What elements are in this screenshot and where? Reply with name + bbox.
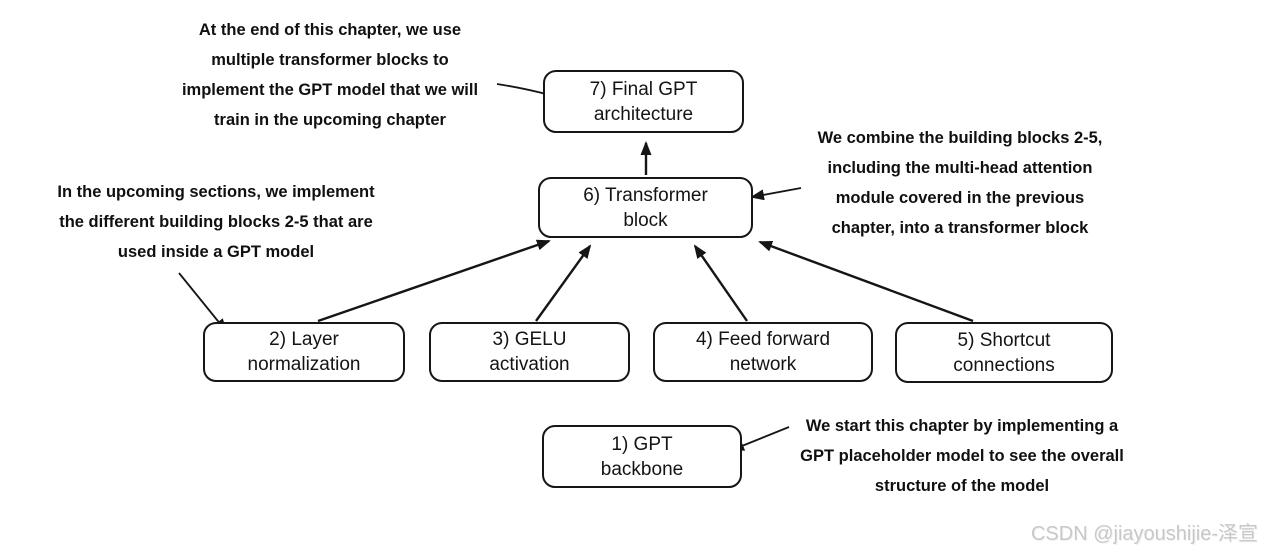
arrow-shortcut-to-transformer	[758, 240, 974, 323]
node-1-gpt-backbone: 1) GPT backbone	[542, 425, 742, 488]
node-5-shortcut-connections: 5) Shortcut connections	[895, 322, 1113, 383]
node-4-feed-forward-network: 4) Feed forward network	[653, 322, 873, 382]
annotation-line: We start this chapter by implementing a	[805, 417, 1119, 435]
arrow-note-to-layernorm	[178, 272, 228, 333]
annotation-line: GPT placeholder model to see the overall	[800, 447, 1124, 465]
node-label-line: 7) Final GPT	[589, 78, 698, 100]
node-label-line: 6) Transformer	[583, 184, 708, 206]
annotation-line: including the multi-head attention	[827, 159, 1093, 177]
annotation-line: structure of the model	[874, 477, 1050, 495]
node-label-line: connections	[953, 354, 1055, 376]
annotation-line: implement the GPT model that we will	[181, 81, 479, 99]
node-label-line: 3) GELU	[492, 329, 567, 350]
annotation-line: At the end of this chapter, we use	[198, 21, 462, 39]
arrow-note-to-transformer	[750, 187, 802, 201]
node-3-gelu-activation: 3) GELU activation	[429, 322, 630, 382]
node-label-line: 4) Feed forward	[695, 329, 831, 350]
arrow-gelu-to-transformer	[535, 244, 592, 322]
node-label-line: 2) Layer	[269, 329, 339, 350]
node-label-line: network	[729, 354, 797, 375]
csdn-watermark: CSDN @jiayoushijie-泽宣	[1030, 523, 1258, 545]
node-7-final-gpt-architecture: 7) Final GPT architecture	[543, 70, 744, 133]
annotation-line: used inside a GPT model	[117, 243, 315, 261]
annotation-line: train in the upcoming chapter	[214, 111, 446, 129]
arrow-layernorm-to-transformer	[317, 239, 551, 323]
annotation-backbone-note: We start this chapter by implementing a …	[787, 411, 1137, 501]
annotation-line: module covered in the previous	[835, 189, 1085, 207]
node-label-line: 1) GPT	[611, 433, 673, 455]
node-label-line: architecture	[593, 103, 694, 125]
annotation-final-gpt-note: At the end of this chapter, we use multi…	[163, 15, 497, 135]
annotation-line: chapter, into a transformer block	[831, 219, 1089, 237]
annotation-building-blocks-note: In the upcoming sections, we implement t…	[40, 177, 392, 267]
annotation-line: We combine the building blocks 2-5,	[817, 129, 1103, 147]
node-label-line: block	[623, 209, 668, 231]
annotation-line: In the upcoming sections, we implement	[57, 183, 375, 201]
node-label-line: activation	[489, 354, 570, 375]
node-label-line: 5) Shortcut	[957, 329, 1051, 351]
annotation-line: the different building blocks 2-5 that a…	[59, 213, 373, 231]
arrow-feedforward-to-transformer	[693, 244, 748, 322]
node-label-line: normalization	[247, 354, 361, 375]
node-6-transformer-block: 6) Transformer block	[538, 177, 753, 238]
annotation-transformer-note: We combine the building blocks 2-5, incl…	[785, 123, 1135, 243]
annotation-line: multiple transformer blocks to	[211, 51, 449, 69]
node-label-line: backbone	[600, 458, 684, 480]
node-2-layer-normalization: 2) Layer normalization	[203, 322, 405, 382]
